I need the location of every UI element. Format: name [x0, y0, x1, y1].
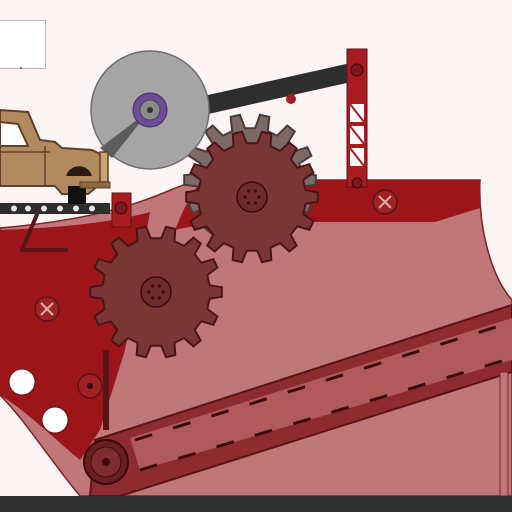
truck-strut — [18, 211, 68, 252]
gear-bolt — [246, 189, 251, 193]
pivot-icon — [77, 373, 103, 399]
circular-saw-blade[interactable] — [90, 50, 210, 170]
support-rod — [103, 350, 109, 430]
truck-platform[interactable] — [0, 203, 110, 214]
gear-bolt — [150, 296, 155, 300]
conveyor-belt[interactable] — [88, 303, 512, 497]
pin-icon — [286, 94, 296, 104]
gear-hub — [236, 181, 268, 213]
gear-bolt — [157, 284, 162, 288]
small-post — [111, 192, 132, 228]
gear-bolt — [243, 195, 247, 199]
bolt-icon — [34, 296, 60, 322]
support-tower[interactable] — [346, 48, 368, 189]
rotating-gear-lower[interactable] — [89, 225, 223, 359]
ground-floor — [0, 496, 512, 512]
gear-bolt — [253, 189, 258, 193]
info-panel[interactable] — [0, 20, 46, 69]
gear-bolt — [150, 284, 155, 288]
gear-bolt — [246, 201, 251, 205]
gear-bolt — [161, 290, 165, 294]
mount-hole — [8, 368, 36, 396]
bolt-icon — [372, 189, 398, 215]
gear-bolt — [147, 290, 151, 294]
gear-hub — [140, 276, 172, 308]
gear-bolt — [253, 201, 258, 205]
mount-hole — [41, 406, 69, 434]
gear-bolt — [157, 296, 162, 300]
rotating-gear-upper[interactable] — [185, 130, 319, 264]
gear-bolt — [257, 195, 261, 199]
conveyor-wheel[interactable] — [83, 439, 129, 485]
panel-marker — [20, 67, 22, 69]
vintage-truck[interactable] — [0, 108, 111, 204]
